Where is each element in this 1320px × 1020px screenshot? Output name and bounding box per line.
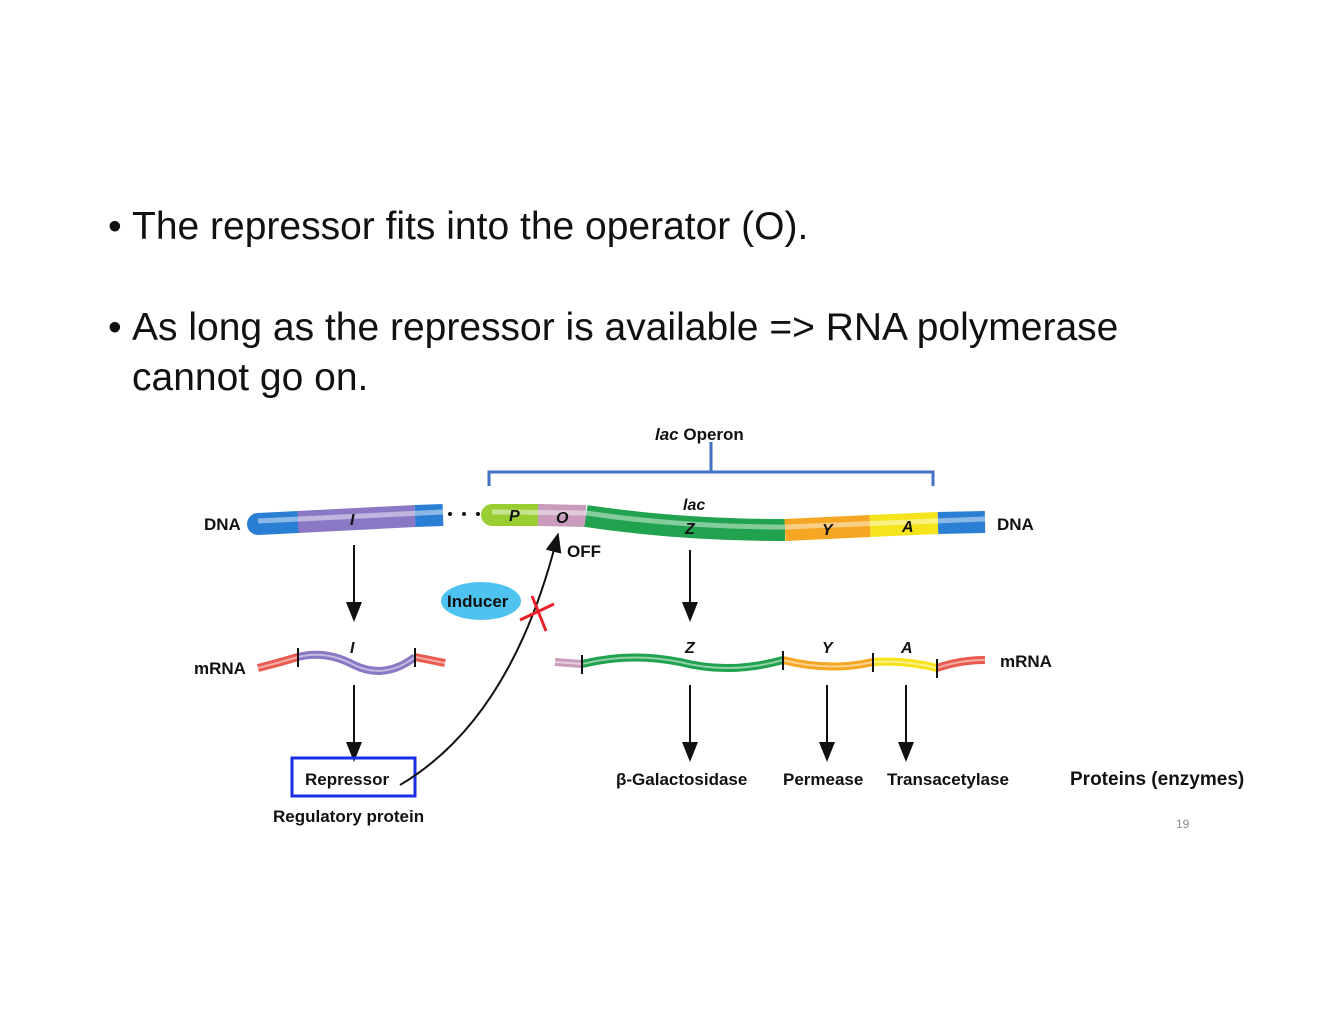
dna-right [481, 504, 986, 541]
clip-mask [1250, 760, 1320, 800]
gene-p-label: P [509, 508, 520, 525]
bullet-text: As long as the repressor is available =>… [132, 306, 1119, 399]
off-label: OFF [567, 542, 601, 561]
protein-permease: Permease [783, 770, 863, 789]
gene-a-label: A [901, 519, 914, 536]
regulatory-protein-label: Regulatory protein [273, 807, 424, 826]
transcription-arrows [346, 545, 914, 762]
gene-z-label: Z [684, 521, 696, 538]
bullet-2: • As long as the repressor is available … [108, 303, 1228, 403]
blocked-x-icon [519, 595, 555, 632]
inducer-label: Inducer [447, 592, 509, 611]
repressor-label: Repressor [305, 770, 389, 789]
bullet-1: • The repressor fits into the operator (… [108, 202, 808, 252]
dna-right-label: DNA [997, 515, 1034, 534]
mrna-y-label: Y [822, 640, 834, 657]
page-number: 19 [1176, 817, 1190, 831]
ellipsis-dots [448, 512, 480, 516]
operon-title: lac Operon [655, 425, 744, 444]
operon-bracket [487, 442, 935, 486]
bullet-symbol: • [108, 306, 122, 349]
gene-o-label: O [556, 510, 569, 527]
mrna-right-label: mRNA [1000, 652, 1052, 671]
gene-lac-label: lac [683, 497, 705, 514]
mrna-a-label: A [900, 640, 913, 657]
bullet-text: The repressor fits into the operator (O)… [132, 205, 809, 248]
mrna-left [257, 648, 446, 675]
inducer-ellipse [441, 582, 521, 620]
mrna-left-label: mRNA [194, 659, 246, 678]
mrna-right [554, 651, 986, 678]
gene-y-label: Y [822, 522, 834, 539]
protein-beta-galactosidase: β-Galactosidase [616, 770, 747, 789]
bullet-symbol: • [108, 205, 122, 248]
gene-i-label: I [350, 512, 355, 529]
mrna-z-label: Z [684, 640, 696, 657]
mrna-i-label: I [350, 640, 355, 657]
dna-left [247, 504, 444, 535]
protein-transacetylase: Transacetylase [887, 770, 1009, 789]
repressor-box [290, 756, 417, 798]
proteins-enzymes-label: Proteins (enzymes) [1070, 769, 1244, 790]
repressor-binding-arrow [399, 532, 562, 786]
dna-left-label: DNA [204, 515, 241, 534]
